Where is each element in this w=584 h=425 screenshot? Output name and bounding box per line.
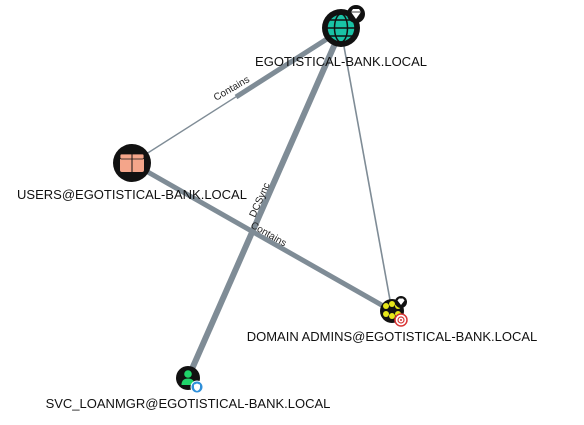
node-label-users-group: USERS@EGOTISTICAL-BANK.LOCAL — [17, 187, 247, 202]
node-domain[interactable]: EGOTISTICAL-BANK.LOCAL — [255, 5, 427, 69]
edge-svc-dcsync-domain[interactable] — [185, 28, 344, 380]
node-label-domain: EGOTISTICAL-BANK.LOCAL — [255, 54, 427, 69]
edge-line — [234, 27, 343, 100]
diamond-badge-icon — [347, 5, 365, 23]
edge-line — [185, 28, 344, 380]
node-svc-account[interactable]: SVC_LOANMGR@EGOTISTICAL-BANK.LOCAL — [46, 366, 331, 411]
edge-line — [130, 160, 394, 314]
node-label-domain-admins: DOMAIN ADMINS@EGOTISTICAL-BANK.LOCAL — [247, 329, 538, 344]
node-domain-admins[interactable]: DOMAIN ADMINS@EGOTISTICAL-BANK.LOCAL — [247, 296, 538, 344]
diamond-badge-icon — [395, 296, 407, 308]
node-label-svc-account: SVC_LOANMGR@EGOTISTICAL-BANK.LOCAL — [46, 396, 331, 411]
shield-badge-icon — [190, 380, 204, 394]
globe-icon — [326, 13, 356, 43]
box-icon — [119, 153, 145, 172]
edge-line — [340, 29, 393, 312]
edge-users-to-admins[interactable] — [130, 160, 394, 314]
node-users-group[interactable]: USERS@EGOTISTICAL-BANK.LOCAL — [17, 144, 247, 202]
target-badge-icon — [394, 313, 408, 327]
edge-domain-contains-admins[interactable] — [340, 29, 393, 312]
edge-users-domain-heavy — [234, 27, 343, 100]
user-icon — [181, 370, 195, 385]
